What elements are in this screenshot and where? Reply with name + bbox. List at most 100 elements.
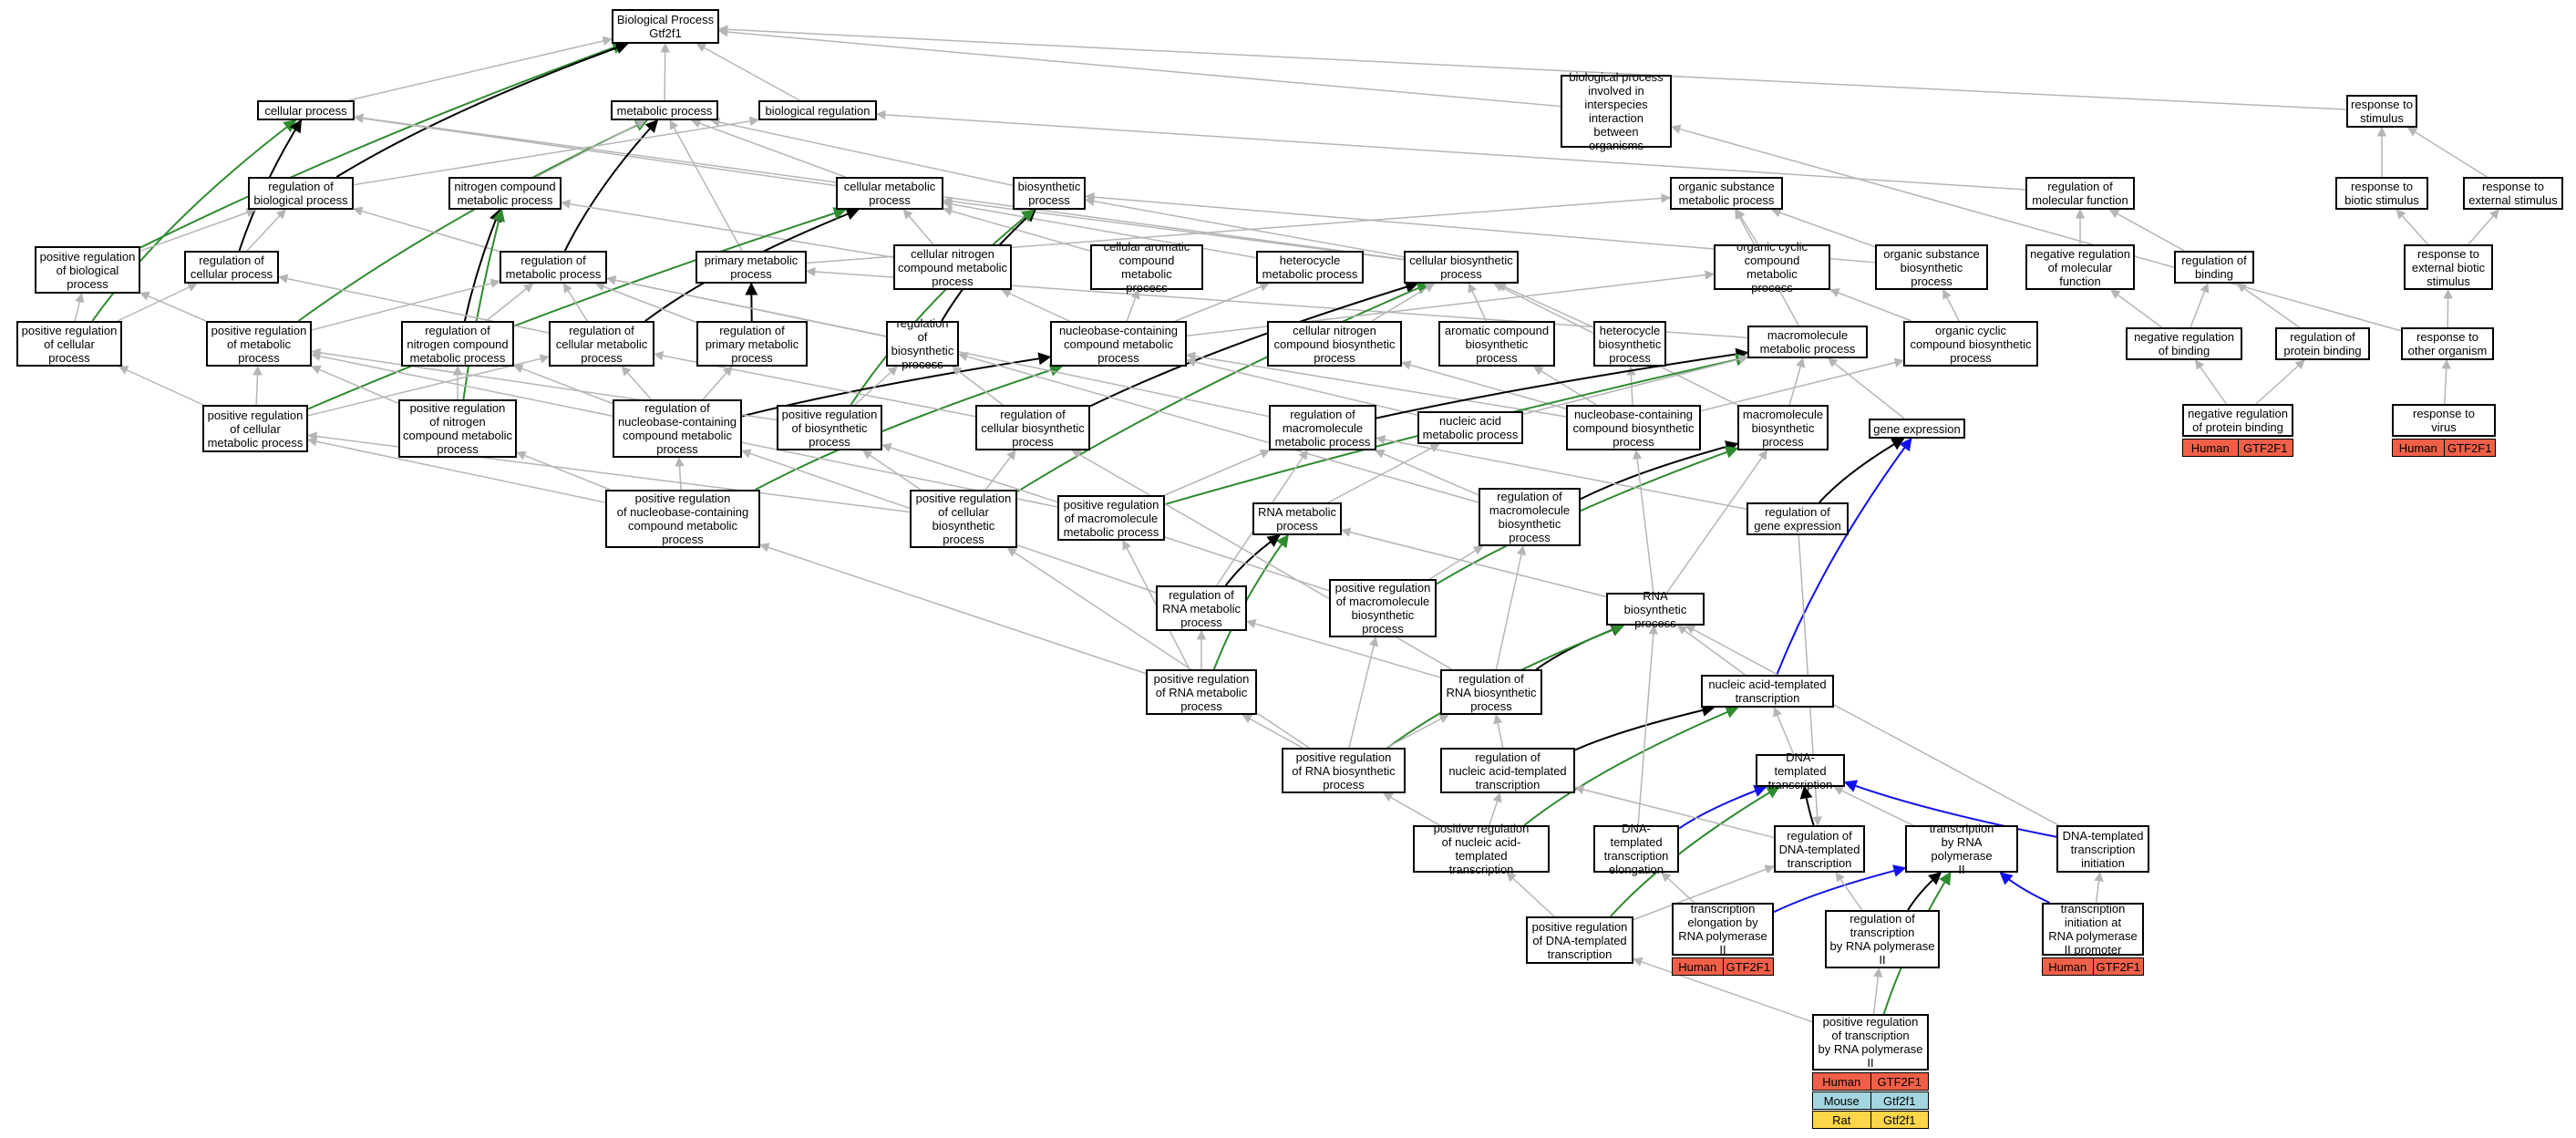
go-term-node-rnabio[interactable]: RNA biosynthetic process (1606, 589, 1705, 630)
go-term-node-cellmet[interactable]: cellular metabolic process (836, 177, 943, 210)
go-term-node-hetbio[interactable]: heterocycle biosynthetic process (1593, 321, 1666, 367)
go-term-node-regprotbind[interactable]: regulation of protein binding (2275, 327, 2370, 360)
go-term-node-posregrnamet[interactable]: positive regulation of RNA metabolic pro… (1146, 669, 1257, 715)
edge-is-a (621, 366, 653, 400)
edge-is-a (1788, 357, 1806, 406)
edge-is-a (1771, 208, 1876, 248)
edge-is-a (353, 113, 837, 187)
go-term-node-regtranspol2[interactable]: regulation of transcription by RNA polym… (1825, 910, 1940, 968)
go-term-node-cellbiosyn[interactable]: cellular biosynthetic process (1404, 251, 1519, 284)
go-term-node-respbiotic[interactable]: response to biotic stimulus (2335, 177, 2428, 210)
edge-is-a (1632, 449, 1654, 594)
go-term-node-regcellmet[interactable]: regulation of cellular metabolic process (549, 321, 654, 367)
go-term-node-regdnatrans[interactable]: regulation of DNA-templated transcriptio… (1774, 825, 1865, 873)
go-term-node-posregbiosyn[interactable]: positive regulation of biosynthetic proc… (777, 405, 882, 450)
go-term-node-regmolfunc[interactable]: regulation of molecular function (2025, 177, 2135, 210)
go-term-node-nucacidmet[interactable]: nucleic acid metabolic process (1417, 411, 1523, 444)
annotation-gene: GTF2F1 (1722, 958, 1774, 975)
go-term-node-respextbio[interactable]: response to external biotic stimulus (2404, 244, 2493, 290)
go-term-node-reggeneexp[interactable]: regulation of gene expression (1747, 502, 1849, 535)
edge-is-a (2110, 289, 2163, 328)
go-term-node-orgsubbio[interactable]: organic substance biosynthetic process (1875, 244, 1988, 290)
go-term-node-regprimmet[interactable]: regulation of primary metabolic process (696, 321, 808, 367)
go-term-node-metproc[interactable]: metabolic process (611, 100, 718, 120)
edge-positively-regulates (1523, 706, 1739, 826)
go-term-node-posregmet[interactable]: positive regulation of metabolic process (206, 321, 312, 367)
go-term-node-nitrocomp[interactable]: nitrogen compound metabolic process (448, 177, 562, 210)
go-term-node-cellproc[interactable]: cellular process (257, 100, 355, 120)
go-term-node-cellnitro[interactable]: cellular nitrogen compound metabolic pro… (893, 244, 1012, 290)
annotation-gene: GTF2F1 (2237, 440, 2293, 456)
go-term-node-posregcell[interactable]: positive regulation of cellular process (16, 321, 122, 367)
go-term-node-dnatrans[interactable]: DNA-templated transcription (1756, 750, 1845, 791)
go-term-node-regmetproc[interactable]: regulation of metabolic process (500, 251, 607, 284)
go-term-node-dnaelong[interactable]: DNA-templated transcription elongation (1593, 822, 1679, 876)
go-term-node-posregmacromet[interactable]: positive regulation of macromolecule met… (1057, 495, 1165, 541)
edge-is-a (1633, 957, 1813, 1023)
go-term-node-geneexp[interactable]: gene expression (1869, 419, 1965, 439)
go-term-node-negregbind[interactable]: negative regulation of binding (2126, 327, 2242, 360)
go-term-node-hetmet[interactable]: heterocycle metabolic process (1256, 251, 1364, 284)
go-term-node-transpol2[interactable]: transcription by RNA polymerase II (1905, 822, 2018, 876)
go-term-node-bp[interactable]: Biological Process Gtf2f1 (612, 9, 719, 44)
go-term-node-regrnabio[interactable]: regulation of RNA biosynthetic process (1440, 669, 1542, 715)
go-term-node-negregmol[interactable]: negative regulation of molecular functio… (2025, 244, 2135, 290)
go-term-node-orgcycmet[interactable]: organic cyclic compound metabolic proces… (1714, 240, 1830, 295)
edge-is-a (2406, 127, 2488, 178)
go-term-node-regbiosyn[interactable]: regulation of biosynthetic process (886, 316, 959, 371)
edge-is-a (1676, 625, 1746, 676)
go-term-node-respext[interactable]: response to external stimulus (2463, 177, 2563, 210)
edge-is-a (252, 365, 263, 406)
go-term-node-posregcellbio[interactable]: positive regulation of cellular biosynth… (910, 490, 1017, 548)
go-term-node-primmet[interactable]: primary metabolic process (696, 251, 807, 284)
go-term-node-posregbio[interactable]: positive regulation of biological proces… (35, 246, 140, 294)
go-term-node-dnainit[interactable]: DNA-templated transcription initiation (2056, 825, 2149, 873)
go-term-node-macrobio[interactable]: macromolecule biosynthetic process (1737, 405, 1829, 450)
go-term-node-regbinding[interactable]: regulation of binding (2174, 251, 2254, 284)
go-term-node-regmacromet[interactable]: regulation of macromolecule metabolic pr… (1269, 405, 1376, 450)
go-term-node-negregprotbind[interactable]: negative regulation of protein binding (2182, 404, 2293, 437)
go-term-node-respvirus[interactable]: response to virus (2392, 404, 2496, 437)
go-term-node-initpol2[interactable]: transcription initiation at RNA polymera… (2042, 902, 2144, 957)
go-term-node-macromet[interactable]: macromolecule metabolic process (1747, 326, 1868, 358)
go-term-node-posregnitro[interactable]: positive regulation of nitrogen compound… (398, 399, 517, 458)
go-term-node-regnitro[interactable]: regulation of nitrogen compound metaboli… (401, 321, 514, 367)
go-term-node-cellarom[interactable]: cellular aromatic compound metabolic pro… (1090, 240, 1203, 295)
go-term-node-elongpol2[interactable]: transcription elongation by RNA polymera… (1672, 902, 1774, 957)
go-term-node-posregmacrobio[interactable]: positive regulation of macromolecule bio… (1329, 579, 1437, 637)
go-term-node-posregnucacid[interactable]: positive regulation of nucleic acid-temp… (1413, 822, 1550, 876)
edge-is-a (2468, 209, 2499, 245)
go-term-node-regnucbase[interactable]: regulation of nucleobase-containing comp… (613, 399, 742, 458)
go-term-node-rnamet[interactable]: RNA metabolic process (1252, 502, 1342, 535)
go-term-node-posregdnatrans[interactable]: positive regulation of DNA-templated tra… (1526, 916, 1633, 964)
go-term-node-regcellproc[interactable]: regulation of cellular process (184, 251, 279, 284)
go-term-node-arombio[interactable]: aromatic compound biosynthetic process (1438, 321, 1555, 367)
go-term-node-regrnamet[interactable]: regulation of RNA metabolic process (1156, 585, 1247, 631)
go-term-node-regbioproc[interactable]: regulation of biological process (248, 177, 354, 210)
go-term-node-posregnucbase[interactable]: positive regulation of nucleobase-contai… (605, 490, 760, 548)
edge-is-a (759, 543, 1147, 675)
go-term-node-posregcellmet[interactable]: positive regulation of cellular metaboli… (202, 405, 308, 452)
go-term-node-interspecies[interactable]: biological process involved in interspec… (1561, 70, 1672, 152)
go-term-node-nucbasebio[interactable]: nucleobase-containing compound biosynthe… (1566, 405, 1701, 450)
go-term-node-posregrnabio[interactable]: positive regulation of RNA biosynthetic … (1282, 748, 1406, 793)
go-term-node-respstim[interactable]: response to stimulus (2346, 95, 2417, 128)
go-term-node-cellnitrobio[interactable]: cellular nitrogen compound biosynthetic … (1267, 321, 1402, 367)
go-term-node-orgcycbio[interactable]: organic cyclic compound biosynthetic pro… (1903, 321, 2038, 367)
go-term-node-regmacrobio[interactable]: regulation of macromolecule biosynthetic… (1479, 488, 1581, 546)
go-term-node-biosyn[interactable]: biosynthetic process (1013, 177, 1086, 210)
go-term-node-nucbasemet[interactable]: nucleobase-containing compound metabolic… (1050, 321, 1187, 367)
edge-is-a (1532, 366, 1597, 406)
go-term-node-bioreg[interactable]: biological regulation (758, 100, 877, 120)
edge-is-a (1382, 792, 1440, 826)
edge-is-a (1506, 872, 1555, 917)
go-term-node-posregtranspol2[interactable]: positive regulation of transcription by … (1812, 1014, 1929, 1071)
go-term-node-respother[interactable]: response to other organism (2401, 327, 2494, 360)
go-term-node-regcellbiosyn[interactable]: regulation of cellular biosynthetic proc… (975, 405, 1090, 450)
go-term-node-nucacidtrans[interactable]: nucleic acid-templated transcription (1701, 675, 1834, 708)
go-term-node-regnucacidtrans[interactable]: regulation of nucleic acid-templated tra… (1440, 748, 1575, 793)
edge-occurs-in (1773, 864, 1907, 914)
go-term-node-orgsubmet[interactable]: organic substance metabolic process (1670, 177, 1783, 210)
